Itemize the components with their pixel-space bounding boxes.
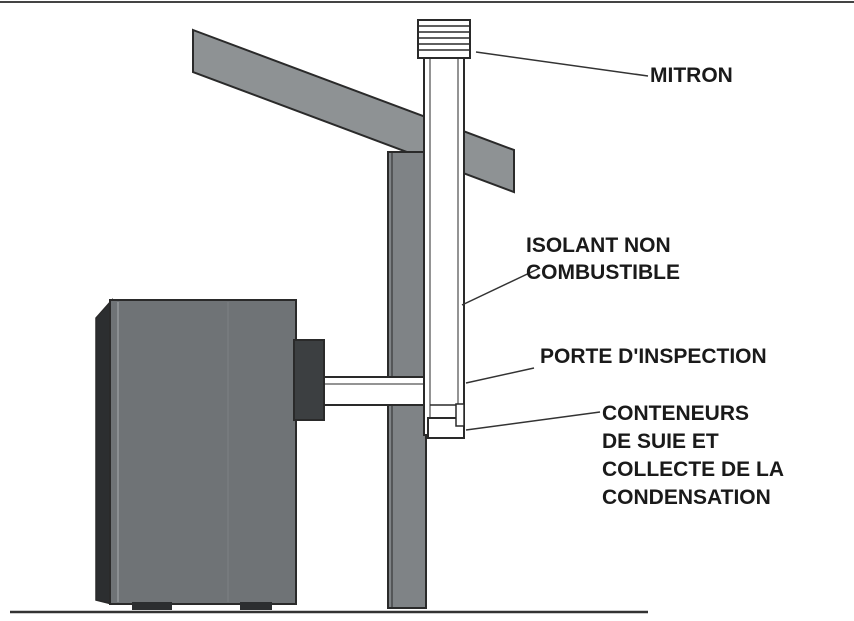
- stove: [95, 298, 325, 610]
- leader-line-inspection-door: [465, 367, 535, 384]
- stove-front-panel: [293, 339, 325, 421]
- label-soot-container-line: DE SUIE ET: [602, 430, 719, 453]
- soot-container-cup: [427, 417, 465, 439]
- label-soot-container-line: CONDENSATION: [602, 486, 771, 509]
- leader-line-insulation: [461, 267, 541, 306]
- chimney-cap-mitron: [417, 19, 471, 59]
- label-inspection-door: PORTE D'INSPECTION: [540, 345, 767, 368]
- label-insulation: ISOLANT NON COMBUSTIBLE: [526, 234, 680, 284]
- stove-foot: [132, 602, 172, 610]
- inspection-door: [455, 403, 465, 427]
- leader-line-soot-container: [465, 411, 601, 431]
- label-soot-container-line: CONTENEURS: [602, 402, 749, 425]
- label-soot-container: CONTENEURS DE SUIE ET COLLECTE DE LA CON…: [602, 402, 789, 509]
- label-mitron: MITRON: [650, 64, 733, 87]
- label-insulation-line: ISOLANT NON: [526, 234, 671, 257]
- label-soot-container-line: COLLECTE DE LA: [602, 458, 784, 481]
- stove-foot: [240, 602, 272, 610]
- label-insulation-line: COMBUSTIBLE: [526, 261, 680, 284]
- vertical-chimney-pipe: [423, 54, 465, 439]
- stove-side-panel: [109, 299, 297, 605]
- leader-line-mitron: [475, 51, 649, 77]
